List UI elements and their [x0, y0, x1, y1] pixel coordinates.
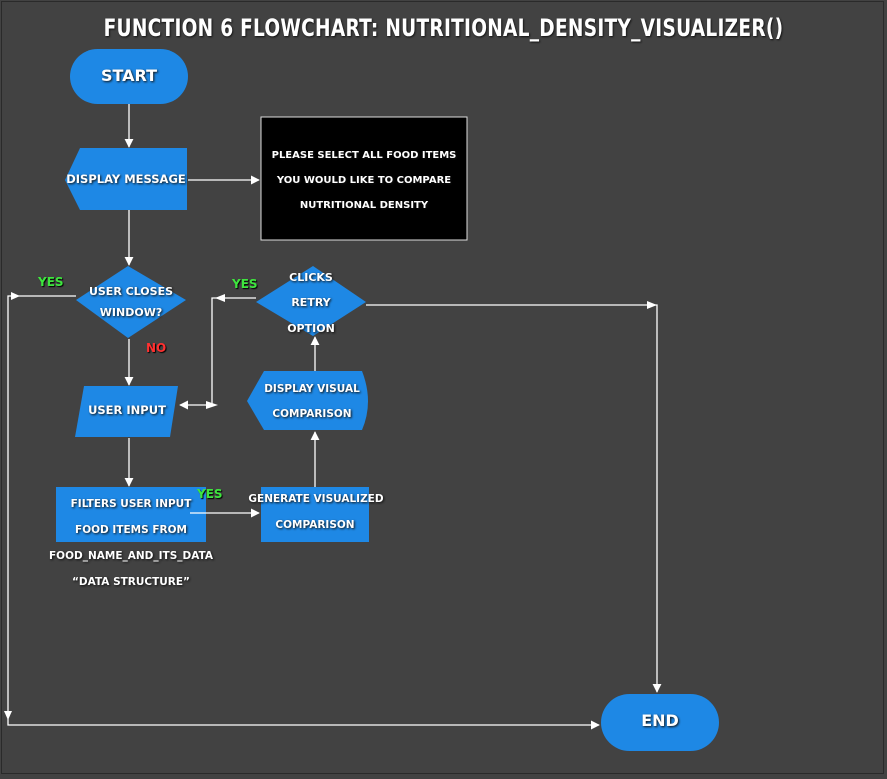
user-closes-line-1: USER CLOSES [88, 285, 174, 298]
filters-yes-label: YES [197, 487, 223, 501]
display-message-label: DISPLAY MESSAGE [66, 172, 186, 186]
filters-line-4: “DATA STRUCTURE” [72, 576, 190, 588]
message-line-1: PLEASE SELECT ALL FOOD ITEMS [271, 150, 457, 161]
filters-line-1: FILTERS USER INPUT [70, 498, 192, 510]
clicks-retry-line-2: RETRY [291, 296, 331, 309]
edge-retry-no [366, 304, 662, 693]
arrowhead-retry-yes [215, 294, 225, 302]
arrowhead-retry-no [647, 301, 657, 309]
arrowhead-retry-input [206, 401, 218, 409]
clicks-retry-line-3: OPTION [287, 322, 335, 335]
filters-node [56, 487, 206, 542]
generate-line-2: COMPARISON [275, 519, 355, 531]
display-visual-line-1: DISPLAY VISUAL [264, 383, 360, 395]
display-visual-node [247, 371, 368, 430]
arrowhead-closes-down [4, 711, 12, 720]
arrowhead-closes-yes [11, 292, 20, 300]
edge-closes-yes [7, 295, 600, 730]
start-label: START [100, 66, 158, 85]
clicks-retry-line-1: CLICKS [289, 271, 333, 284]
message-line-2: YOU WOULD LIKE TO COMPARE [276, 175, 452, 186]
filters-line-3: FOOD_NAME_AND_ITS_DATA [48, 550, 214, 562]
user-closes-line-2: WINDOW? [99, 306, 163, 319]
start-node [70, 49, 188, 104]
message-box [260, 116, 468, 241]
retry-yes-label: YES [232, 277, 258, 291]
end-label: END [641, 711, 679, 730]
user-input-node [75, 386, 178, 437]
edge-retry-yes [179, 297, 256, 410]
display-visual-line-2: COMPARISON [272, 408, 352, 420]
message-line-3: NUTRITIONAL DENSITY [299, 200, 429, 211]
closes-no-label: NO [146, 341, 167, 355]
generate-node [261, 487, 369, 542]
generate-line-1: GENERATE VISUALIZED [248, 493, 384, 505]
user-closes-decision [76, 266, 186, 338]
clicks-retry-decision [256, 266, 366, 336]
page-title: FUNCTION 6 FLOWCHART: NUTRITIONAL_DENSIT… [103, 14, 784, 42]
user-input-label: USER INPUT [88, 403, 166, 417]
closes-yes-label: YES [38, 275, 64, 289]
display-message-node [65, 148, 187, 210]
filters-line-2: FOOD ITEMS FROM [75, 524, 187, 536]
end-node [601, 694, 719, 751]
